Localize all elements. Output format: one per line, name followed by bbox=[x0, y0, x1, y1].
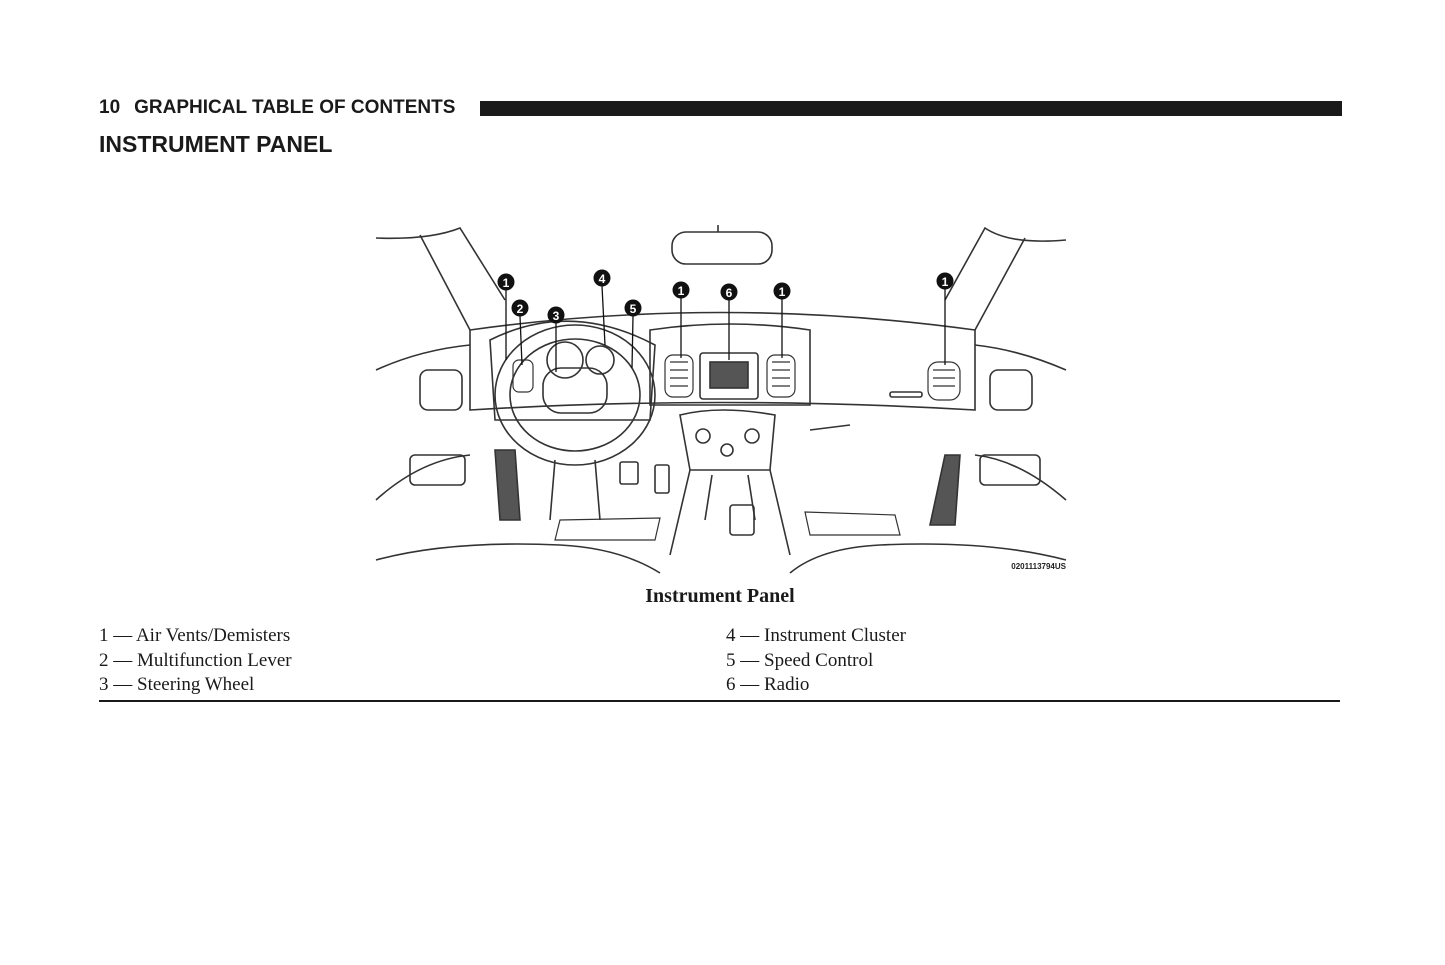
callout-5: 5 bbox=[624, 299, 642, 317]
legend-item: 2 — Multifunction Lever bbox=[99, 649, 292, 671]
callout-1: 1 bbox=[672, 281, 690, 299]
svg-text:1: 1 bbox=[942, 275, 949, 289]
svg-text:1: 1 bbox=[503, 276, 510, 290]
page-number: 10 bbox=[99, 97, 121, 118]
legend-right: 4 — Instrument Cluster 5 — Speed Control… bbox=[726, 624, 906, 698]
svg-text:4: 4 bbox=[599, 272, 606, 286]
callout-1: 1 bbox=[936, 272, 954, 290]
legend-left: 1 — Air Vents/Demisters 2 — Multifunctio… bbox=[99, 624, 292, 698]
callout-1: 1 bbox=[497, 273, 515, 291]
image-code: 0201113794US bbox=[1011, 562, 1066, 571]
figure-caption: Instrument Panel bbox=[645, 585, 795, 607]
page-title: INSTRUMENT PANEL bbox=[99, 131, 333, 157]
svg-text:1: 1 bbox=[779, 285, 786, 299]
legend-item: 5 — Speed Control bbox=[726, 649, 874, 671]
callout-6: 6 bbox=[720, 283, 738, 301]
callout-4: 4 bbox=[593, 269, 611, 287]
svg-text:6: 6 bbox=[726, 286, 733, 300]
legend-item: 1 — Air Vents/Demisters bbox=[99, 625, 291, 646]
running-header: 10 GRAPHICAL TABLE OF CONTENTS bbox=[99, 97, 455, 119]
callout-2: 2 bbox=[511, 299, 529, 317]
bottom-rule bbox=[99, 700, 1340, 702]
legend-item: 3 — Steering Wheel bbox=[99, 674, 255, 695]
legend-item: 6 — Radio bbox=[726, 674, 810, 695]
svg-text:3: 3 bbox=[553, 309, 560, 323]
callout-1: 1 bbox=[773, 282, 791, 300]
legend-item: 4 — Instrument Cluster bbox=[726, 625, 906, 646]
svg-text:5: 5 bbox=[630, 302, 637, 316]
svg-text:1: 1 bbox=[678, 284, 685, 298]
header-bar bbox=[480, 101, 1342, 116]
svg-text:2: 2 bbox=[517, 302, 524, 316]
callouts: 1 2 3 4 5 1 6 1 1 bbox=[497, 269, 954, 324]
callout-3: 3 bbox=[547, 306, 565, 324]
section-title: GRAPHICAL TABLE OF CONTENTS bbox=[134, 97, 456, 118]
